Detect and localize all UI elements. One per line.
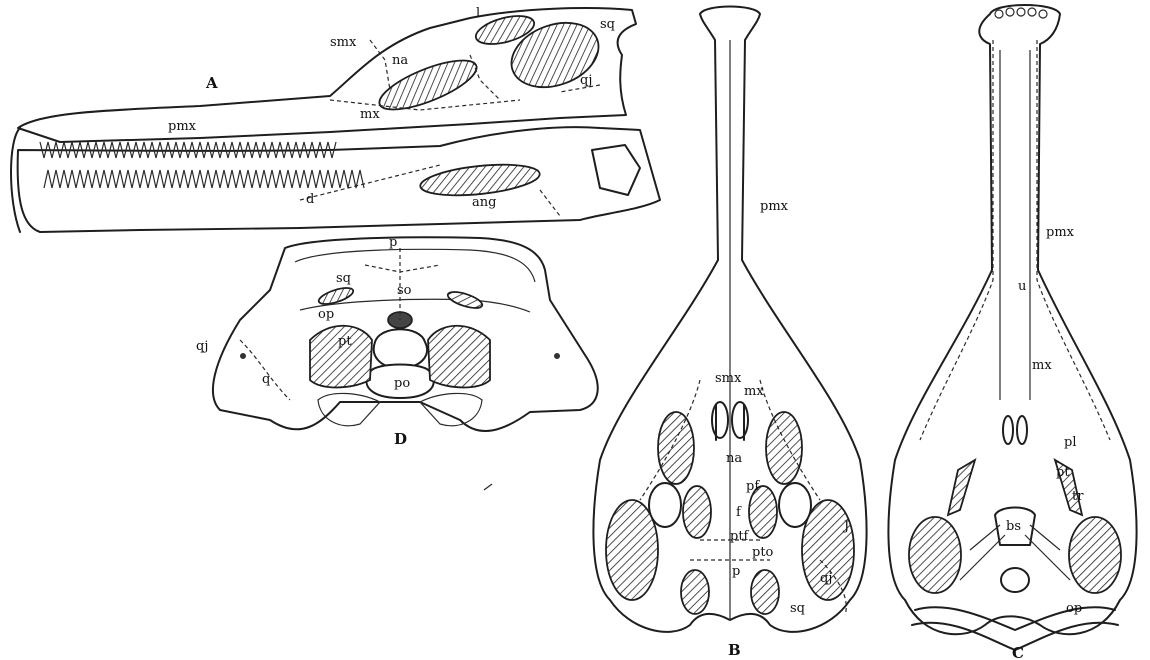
panel-a-letter: A: [205, 74, 218, 92]
b-orbit-left: [683, 486, 711, 538]
label-c-pt: pt: [1056, 465, 1070, 480]
label-b-f: f: [736, 505, 742, 520]
c-fenestra-right: [1069, 517, 1121, 593]
panel-a-lateral-skull: smx l sq na qj mx pmx d ang A: [11, 6, 660, 232]
label-a-mx: mx: [360, 107, 380, 122]
b-temporal-left: [606, 500, 658, 600]
label-a-pmx: pmx: [168, 119, 197, 134]
label-b-pto: pto: [752, 545, 774, 560]
label-d-q: q: [262, 372, 270, 387]
label-b-j: J: [842, 519, 849, 534]
b-supratemporal-right: [751, 570, 779, 614]
label-a-smx: smx: [330, 35, 357, 50]
label-c-pl: pl: [1064, 435, 1076, 450]
label-b-mx: mx: [744, 384, 764, 399]
panel-b-letter: B: [728, 641, 741, 659]
label-b-smx: smx: [715, 371, 742, 386]
panel-c-letter: C: [1012, 644, 1024, 660]
label-c-bs: bs: [1006, 519, 1021, 534]
label-c-tr: tr: [1072, 489, 1084, 504]
label-d-op: op: [318, 307, 334, 322]
label-c-u: u: [1018, 279, 1026, 294]
b-supratemporal-left: [681, 570, 709, 614]
panel-d-posterior-skull: p sq so op qj pt q po D: [196, 235, 598, 448]
label-a-l: l: [476, 6, 480, 21]
label-b-pf: pf: [746, 479, 760, 494]
label-d-pt: pt: [338, 334, 352, 349]
label-c-op: op: [1066, 601, 1082, 616]
panel-b-dorsal-skull: pmx smx mx na pf f ptf pto p J qj sq B: [593, 7, 866, 660]
label-c-pmx: pmx: [1046, 225, 1075, 240]
label-a-qj: qj: [580, 73, 592, 88]
label-d-so: so: [397, 283, 412, 298]
foramen-dot-left: [240, 353, 246, 359]
label-d-sq: sq: [336, 271, 351, 286]
label-b-pmx: pmx: [760, 199, 789, 214]
label-d-qj: qj: [196, 339, 208, 354]
label-d-p: p: [389, 235, 397, 250]
c-fenestra-left: [909, 517, 961, 593]
label-a-d: d: [306, 192, 314, 207]
b-antorbital-left: [658, 412, 694, 484]
label-a-na: na: [392, 53, 408, 68]
foramen-dot-right: [554, 353, 560, 359]
label-a-sq: sq: [600, 17, 615, 32]
label-a-ang: ang: [472, 195, 496, 210]
lower-teeth: [44, 170, 364, 188]
label-b-sq: sq: [790, 601, 805, 616]
panel-d-letter: D: [394, 430, 407, 448]
c-snout-circles: [995, 8, 1047, 18]
stray-mark: [484, 484, 492, 490]
c-slit-left: [948, 460, 975, 515]
label-b-p: p: [732, 564, 740, 579]
posttemporal-fenestra-right: [446, 289, 484, 312]
label-b-ptf: ptf: [730, 529, 750, 544]
label-d-po: po: [394, 376, 410, 391]
b-antorbital-right: [766, 412, 802, 484]
label-b-qj: qj: [820, 571, 832, 586]
label-c-mx: mx: [1032, 358, 1052, 373]
label-b-na: na: [726, 451, 742, 466]
panel-c-palatal-skull: pmx u mx pl pt tr bs op C: [888, 5, 1136, 660]
